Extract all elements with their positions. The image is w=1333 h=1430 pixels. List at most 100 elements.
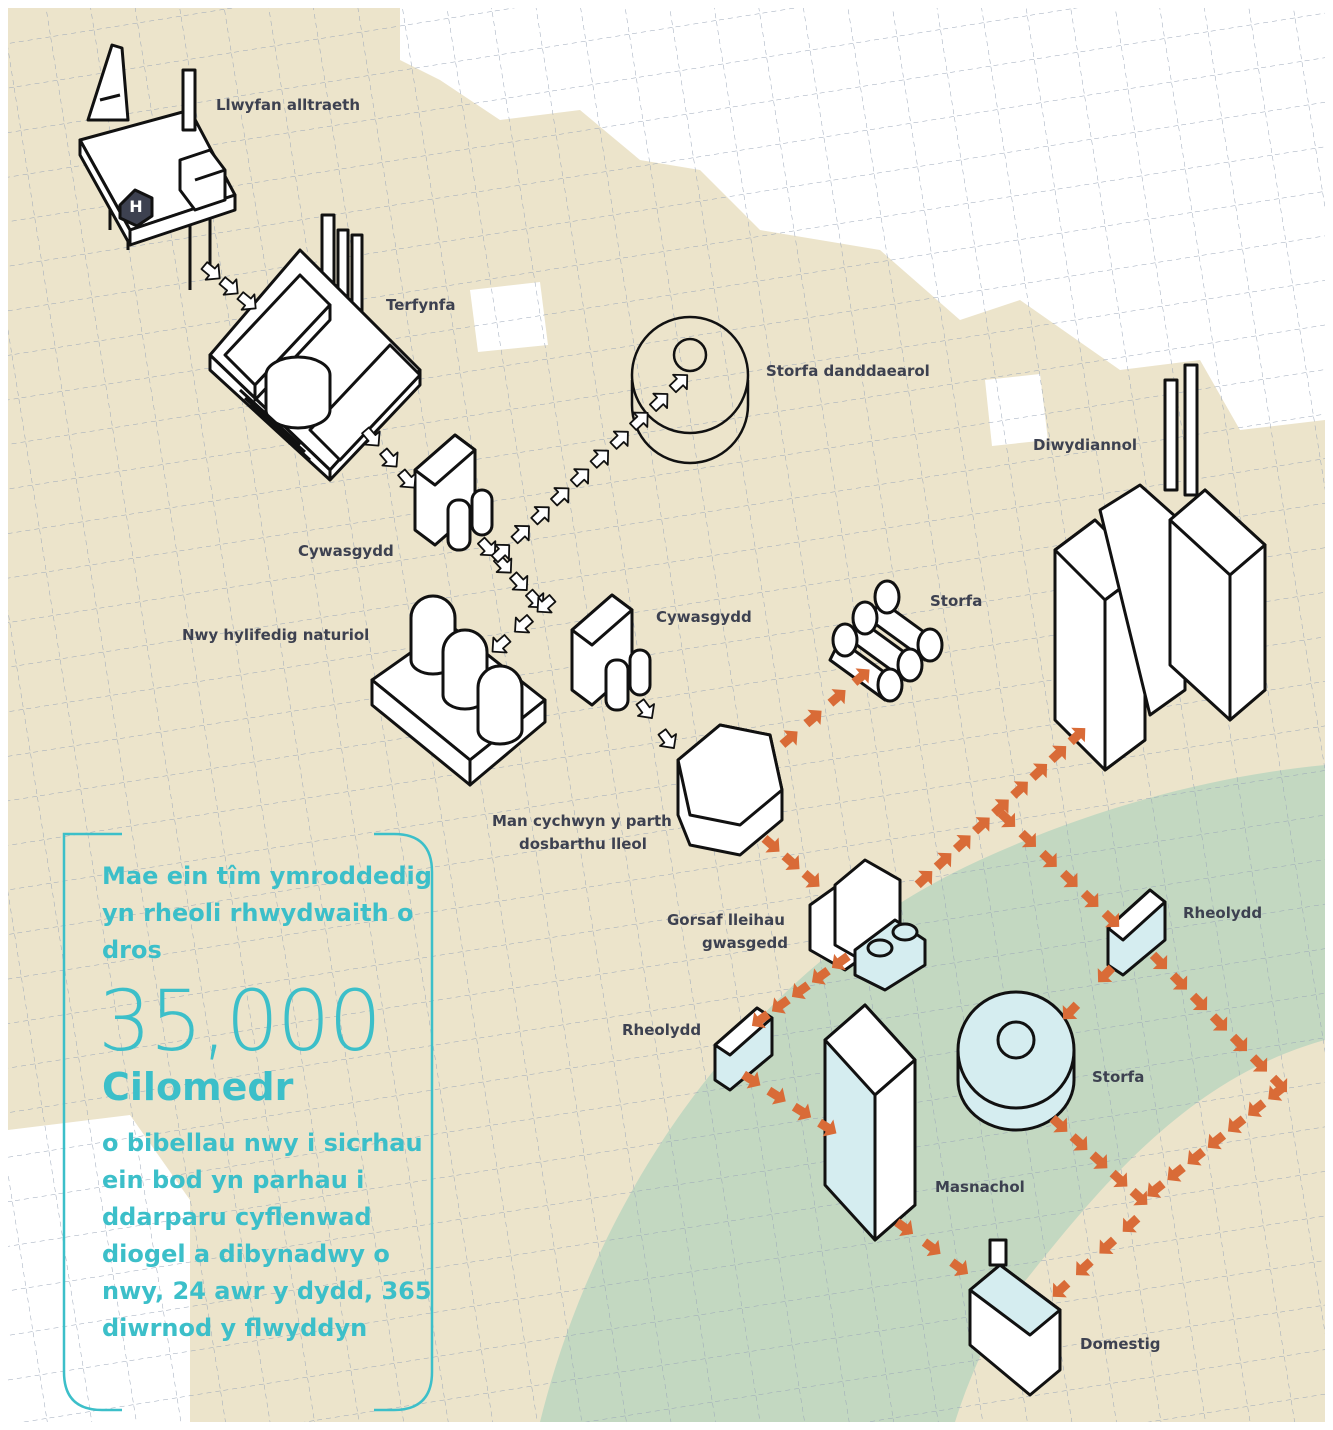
flow-arrow (779, 730, 798, 748)
flow-arrow (791, 1102, 812, 1121)
helipad-letter: H (129, 197, 142, 216)
flow-arrow (949, 1258, 969, 1277)
label-ldz-line1: Man cychwyn y parth (492, 812, 672, 830)
label-compressor-2: Cywasgydd (656, 608, 752, 626)
label-lng: Nwy hylifedig naturiol (182, 626, 369, 644)
flow-arrow (1080, 889, 1099, 908)
flow-arrow (972, 817, 990, 835)
label-compressor-1: Cywasgydd (298, 542, 394, 560)
flow-arrow (509, 571, 529, 591)
terminal-building (208, 213, 422, 482)
flow-arrow (668, 373, 689, 394)
flow-arrow (1167, 1164, 1186, 1182)
flow-arrow (1010, 781, 1028, 799)
gas-flow-arrows-transmission (200, 261, 689, 749)
label-storage-small: Storfa (930, 592, 982, 610)
flow-arrow (851, 668, 870, 686)
label-storage-tank: Storfa (1092, 1068, 1144, 1086)
flow-arrow (1187, 1147, 1206, 1166)
flow-arrow (1099, 1236, 1118, 1255)
flow-arrow (831, 952, 851, 971)
flow-arrow (1048, 745, 1067, 764)
flow-arrow (1067, 727, 1086, 746)
flow-arrow (781, 852, 800, 871)
ldz-offtake (676, 723, 784, 857)
commercial-building (823, 1003, 917, 1242)
flow-arrow (657, 728, 677, 749)
storage-tank (956, 990, 1076, 1132)
flow-arrow (1039, 849, 1057, 868)
storage-cylinders (828, 579, 944, 703)
flow-arrow (361, 426, 381, 447)
flow-arrow (761, 835, 780, 853)
domestic-house (968, 1238, 1062, 1397)
flow-arrow (811, 966, 831, 985)
flow-arrow (514, 614, 534, 634)
flow-arrow (991, 799, 1009, 817)
flow-arrow (1101, 909, 1120, 928)
flow-arrow (491, 634, 512, 654)
flow-arrow (200, 261, 221, 281)
info-number: 35,000 (98, 972, 382, 1070)
flow-arrow (1149, 951, 1168, 970)
flow-arrow (1062, 1001, 1081, 1020)
label-governor-right: Rheolydd (1183, 904, 1262, 922)
flow-arrow (803, 709, 822, 728)
flow-arrow (921, 1238, 941, 1257)
label-ldz-line2: dosbarthu lleol (519, 835, 647, 853)
industrial-buildings (1053, 363, 1267, 772)
label-industrial: Diwydiannol (1033, 436, 1137, 454)
flow-arrow (817, 1118, 837, 1137)
label-underground-storage: Storfa danddaearol (766, 362, 930, 380)
flow-arrow (1247, 1099, 1267, 1118)
flow-arrow (1207, 1131, 1227, 1150)
flow-arrow (477, 536, 497, 557)
flow-arrow (827, 689, 846, 707)
flow-arrow (530, 506, 550, 526)
flow-arrow (1209, 1013, 1228, 1031)
flow-arrow (1069, 1133, 1088, 1151)
flow-arrow (1060, 869, 1078, 888)
flow-arrow (609, 430, 629, 450)
flow-arrow (1109, 1169, 1128, 1188)
label-prs-line2: gwasgedd (702, 934, 788, 952)
info-box: Mae ein tîm ymroddedig yn rheoli rhwydwa… (62, 832, 434, 1412)
flow-arrow (791, 981, 811, 1000)
info-intro: Mae ein tîm ymroddedig yn rheoli rhwydwa… (102, 862, 432, 964)
flow-arrow (550, 487, 570, 507)
flow-arrow (894, 1218, 914, 1237)
flow-arrow (933, 852, 952, 871)
flow-arrow (629, 411, 649, 431)
flow-arrow (914, 870, 933, 889)
compressor-1 (413, 433, 494, 552)
flow-arrow (1147, 1180, 1166, 1198)
label-terminal: Terfynfa (386, 296, 455, 314)
flow-arrow (1229, 1033, 1248, 1052)
flow-arrow (997, 809, 1016, 828)
flow-arrow (1268, 1083, 1287, 1101)
flow-arrow (490, 543, 511, 564)
flow-arrow (1169, 972, 1188, 990)
flow-arrow (741, 1070, 761, 1089)
flow-arrow (771, 995, 791, 1014)
governor-right (1106, 888, 1167, 977)
flow-arrow (236, 291, 257, 311)
flow-arrow (569, 468, 590, 488)
flow-arrow (1189, 992, 1208, 1011)
info-outro: o bibellau nwy i sicrhau ein bod yn parh… (102, 1129, 432, 1342)
flow-arrow (1052, 1279, 1071, 1298)
offshore-platform (78, 43, 237, 290)
flow-arrow (1129, 1187, 1148, 1206)
flow-arrow (766, 1086, 786, 1105)
label-commercial: Masnachol (935, 1178, 1025, 1196)
gas-flow-arrows-distribution (741, 668, 1288, 1298)
flow-arrow (1018, 829, 1037, 848)
flow-arrow (510, 524, 530, 545)
label-prs-line1: Gorsaf lleihau (667, 911, 785, 929)
flow-arrow (1122, 1214, 1141, 1233)
lng-plant (370, 594, 547, 787)
label-offshore-platform: Llwyfan alltraeth (216, 96, 360, 114)
flow-arrow (379, 447, 399, 468)
flow-arrow (1089, 1151, 1108, 1169)
flow-arrow (648, 392, 669, 412)
